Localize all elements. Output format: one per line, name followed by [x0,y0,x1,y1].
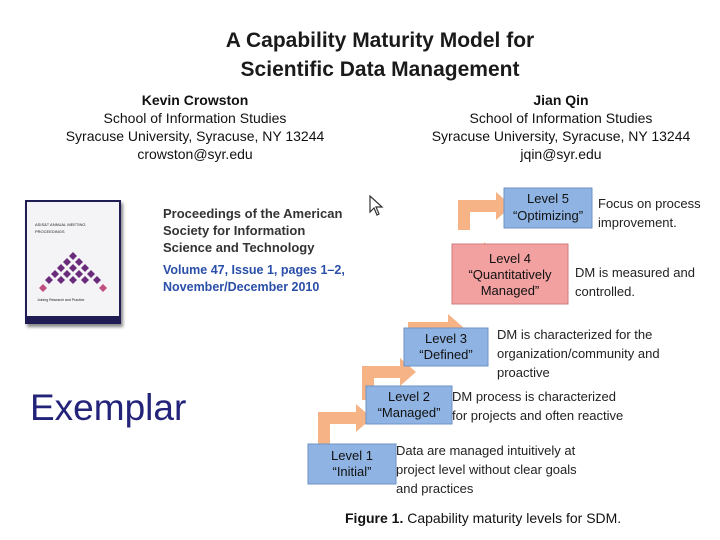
step-arrow-2 [362,358,416,400]
mouse-pointer-icon [369,195,384,216]
figure-caption: Figure 1. Capability maturity levels for… [345,510,621,526]
level-1-box: Level 1 “Initial” [307,443,397,485]
volume-info: Volume 47, Issue 1, pages 1–2, November/… [163,262,345,296]
level-4-desc-line: DM is measured and [575,265,695,280]
maturity-staircase-diagram: Level 1 “Initial” Level 2 “Managed” Leve… [307,187,701,496]
title-line-1: A Capability Maturity Model for [225,29,535,52]
level-1-desc-line: and practices [396,481,474,496]
level-3-desc-line: organization/community and [497,346,660,361]
level-4-description: DM is measured and controlled. [575,265,695,299]
date-line: November/December 2010 [163,280,320,294]
level-5-desc-line: Focus on process [598,196,701,211]
level-2-box: Level 2 “Managed” [365,385,453,425]
level-4-box: Level 4 “Quantitatively Managed” [451,243,569,305]
exemplar-label: Exemplar [30,387,187,428]
level-3-name: Level 3 [425,331,467,346]
step-arrow-1 [318,404,372,444]
level-2-description: DM process is characterized for projects… [452,389,623,423]
author-block-left: Kevin Crowston School of Information Stu… [30,91,360,163]
figure-caption-text: Capability maturity levels for SDM. [403,510,622,526]
proceedings-line-2: Society for Information [163,223,306,238]
proceedings-citation: Proceedings of the American Society for … [163,205,342,256]
author-school: School of Information Studies [469,110,653,126]
author-email: jqin@syr.edu [520,146,602,162]
level-3-description: DM is characterized for the organization… [497,327,660,380]
level-5-rect [503,187,593,229]
level-4-desc-line: controlled. [575,284,635,299]
level-2-rect [365,385,453,425]
level-3-desc-line: proactive [497,365,550,380]
author-university: Syracuse University, Syracuse, NY 13244 [65,128,325,144]
level-3-rect [403,327,489,367]
author-name: Kevin Crowston [141,92,249,108]
cover-pattern-icon [39,252,107,292]
level-5-desc-line: improvement. [598,215,677,230]
author-name: Jian Qin [533,92,589,108]
level-2-label: “Managed” [378,405,441,420]
level-2-desc-line: DM process is characterized [452,389,616,404]
level-5-label: “Optimizing” [513,208,583,223]
level-1-description: Data are managed intuitively at project … [396,443,577,496]
level-5-name: Level 5 [527,191,569,206]
title-line-2: Scientific Data Management [240,58,520,81]
level-1-desc-line: project level without clear goals [396,462,577,477]
level-2-name: Level 2 [388,389,430,404]
level-5-box: Level 5 “Optimizing” [503,187,593,229]
level-4-label: “Quantitatively [468,267,552,282]
cover-title-text: PROCEEDINGS [35,229,65,234]
author-university: Syracuse University, Syracuse, NY 13244 [431,128,691,144]
level-3-box: Level 3 “Defined” [403,327,489,367]
level-3-label: “Defined” [419,347,472,362]
cover-bottom-bar [27,316,119,322]
level-4-rect [451,243,569,305]
cover-tagline: Joining Research and Practice [37,298,85,302]
proceedings-line-3: Science and Technology [163,240,315,255]
level-2-desc-line: for projects and often reactive [452,408,623,423]
volume-line: Volume 47, Issue 1, pages 1–2, [163,263,345,277]
level-4-label-2: Managed” [481,283,540,298]
level-1-rect [307,443,397,485]
paper-title: A Capability Maturity Model for Scientif… [0,26,720,84]
author-school: School of Information Studies [103,110,287,126]
cover-series-text: ASIS&T ANNUAL MEETING [35,222,86,227]
level-1-name: Level 1 [331,448,373,463]
level-3-desc-line: DM is characterized for the [497,327,652,342]
author-email: crowston@syr.edu [137,146,253,162]
step-arrow-5 [458,192,512,230]
proceedings-line-1: Proceedings of the American [163,206,343,221]
journal-cover: ASIS&T ANNUAL MEETING PROCEEDINGS Joinin… [25,200,121,324]
level-4-name: Level 4 [489,251,531,266]
level-5-description: Focus on process improvement. [598,196,701,230]
level-1-label: “Initial” [332,464,371,479]
figure-label: Figure 1. [345,510,404,526]
level-1-desc-line: Data are managed intuitively at [396,443,576,458]
author-block-right: Jian Qin School of Information Studies S… [396,91,720,163]
